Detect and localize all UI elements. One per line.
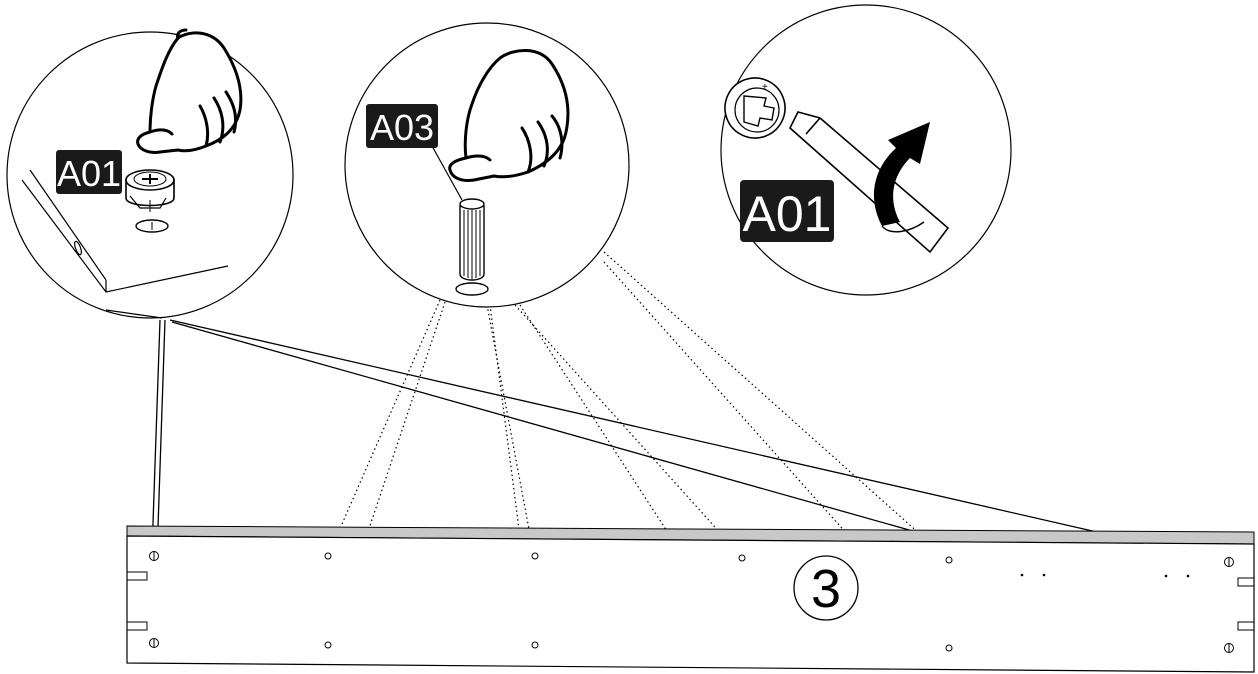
step-badge: 3 — [793, 555, 859, 621]
detail-circle-center: A03 — [344, 22, 630, 308]
dowel-holes — [324, 552, 953, 652]
step-number: 3 — [811, 559, 841, 619]
rotate-arrow-icon — [873, 122, 930, 233]
wooden-dowel-icon — [455, 198, 489, 296]
part-label-left: A01 — [56, 150, 122, 194]
svg-text:+: + — [762, 82, 768, 93]
part-label-right: A01 — [740, 180, 834, 242]
part-code-center: A03 — [370, 107, 434, 148]
cam-lock-icon — [125, 169, 175, 233]
screwdriver-icon — [789, 111, 950, 254]
hand-pressing-icon-2 — [448, 48, 570, 182]
part-code-left: A01 — [57, 153, 121, 194]
part-label-center: A03 — [366, 104, 438, 148]
cam-holes — [149, 551, 1234, 653]
hand-pressing-icon — [136, 28, 243, 154]
shelf-pin-holes — [1020, 573, 1190, 578]
detail-circle-right: + A01 — [720, 4, 1012, 296]
panel-board: 3 — [126, 525, 1255, 673]
cam-lock-icon-2: + — [724, 77, 786, 139]
part-code-right: A01 — [743, 186, 832, 242]
detail-circle-left: A01 — [6, 28, 294, 319]
